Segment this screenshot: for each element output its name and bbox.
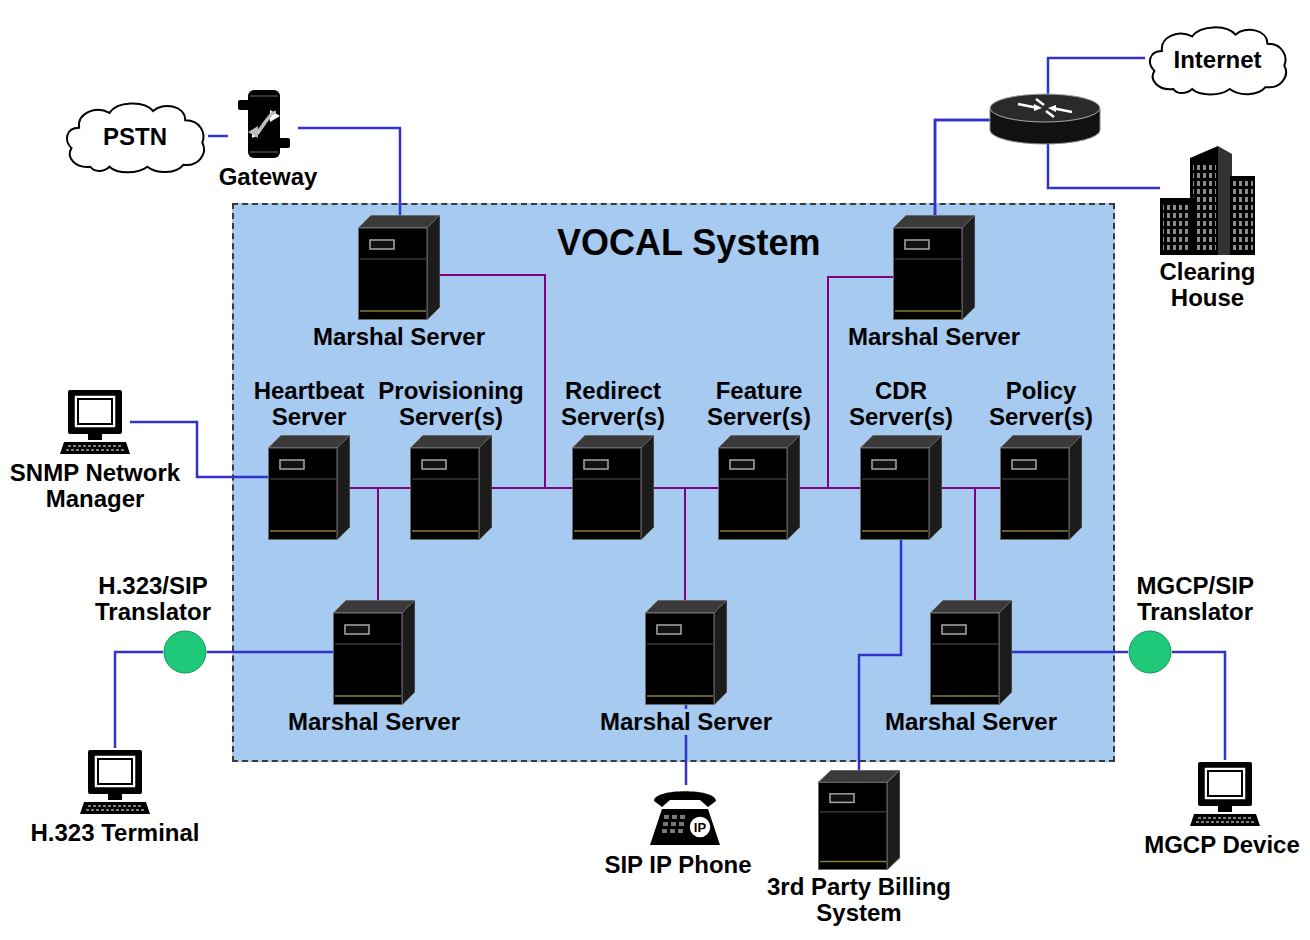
node-label: SNMP Network Manager xyxy=(6,460,184,512)
translator-node: H.323/SIP Translator xyxy=(163,630,207,674)
computer-icon xyxy=(1190,760,1260,828)
node-label: CDR Server(s) xyxy=(847,378,955,430)
gateway-icon xyxy=(228,88,298,160)
server-icon xyxy=(268,435,350,540)
node-label: Marshal Server xyxy=(846,324,1022,350)
node-label: Marshal Server xyxy=(598,709,774,735)
server-node: Marshal Server xyxy=(930,600,1012,705)
computer-node: SNMP Network Manager xyxy=(60,388,130,456)
network-link xyxy=(115,652,163,748)
server-node: Feature Server(s) xyxy=(718,435,800,540)
node-label: Marshal Server xyxy=(286,709,462,735)
network-link xyxy=(935,120,1160,215)
server-icon xyxy=(893,215,975,320)
server-icon xyxy=(818,770,900,870)
server-icon xyxy=(572,435,654,540)
node-label: MGCP/SIP Translator xyxy=(1137,573,1254,625)
computer-icon xyxy=(60,388,130,456)
building-node: Clearing House xyxy=(1160,140,1255,255)
node-label: Clearing House xyxy=(1159,259,1255,311)
node-label: Heartbeat Server xyxy=(252,378,367,430)
node-label: H.323 Terminal xyxy=(31,820,200,846)
server-node: Marshal Server xyxy=(333,600,415,705)
server-node: Heartbeat Server xyxy=(268,435,350,540)
icon-label: IP xyxy=(694,820,706,835)
network-link xyxy=(935,58,1145,215)
server-icon xyxy=(1000,435,1082,540)
cloud-node: PSTN xyxy=(62,98,208,176)
node-label: Provisioning Server(s) xyxy=(376,378,525,430)
server-node: Policy Server(s) xyxy=(1000,435,1082,540)
node-label: Redirect Server(s) xyxy=(559,378,667,430)
server-icon xyxy=(860,435,942,540)
server-node: 3rd Party Billing System xyxy=(818,770,900,870)
translator-dot xyxy=(163,630,207,674)
node-label: SIP IP Phone xyxy=(604,852,751,878)
phone-icon xyxy=(648,785,722,848)
server-icon xyxy=(930,600,1012,705)
server-icon xyxy=(410,435,492,540)
translator-dot xyxy=(1128,630,1172,674)
server-node: Marshal Server xyxy=(645,600,727,705)
node-label: MGCP Device xyxy=(1144,832,1300,858)
phone-node: SIP IP Phone xyxy=(648,785,722,848)
region-title: VOCAL System xyxy=(557,223,820,263)
node-label: 3rd Party Billing System xyxy=(759,874,959,926)
server-node: Marshal Server xyxy=(358,215,440,320)
server-icon xyxy=(645,600,727,705)
network-link xyxy=(208,135,228,138)
server-node: CDR Server(s) xyxy=(860,435,942,540)
server-node: Provisioning Server(s) xyxy=(410,435,492,540)
node-label: Feature Server(s) xyxy=(705,378,813,430)
cloud-node: Internet xyxy=(1145,22,1290,98)
computer-node: H.323 Terminal xyxy=(80,748,150,816)
server-icon xyxy=(333,600,415,705)
gateway-node: Gateway xyxy=(228,88,298,160)
node-label: H.323/SIP Translator xyxy=(95,573,211,625)
computer-icon xyxy=(80,748,150,816)
router-icon xyxy=(990,94,1100,144)
server-node: Redirect Server(s) xyxy=(572,435,654,540)
network-link xyxy=(1172,652,1225,760)
server-icon xyxy=(718,435,800,540)
building-icon xyxy=(1160,140,1255,255)
node-label: Marshal Server xyxy=(311,324,487,350)
node-label: Marshal Server xyxy=(883,709,1059,735)
node-label: Gateway xyxy=(219,164,318,190)
server-icon xyxy=(358,215,440,320)
translator-node: MGCP/SIP Translator xyxy=(1128,630,1172,674)
system-region: VOCAL SystemMarshal ServerMarshal Server… xyxy=(232,203,1115,762)
computer-node: MGCP Device xyxy=(1190,760,1260,828)
server-node: Marshal Server xyxy=(893,215,975,320)
node-label: Policy Server(s) xyxy=(987,378,1095,430)
node-label: PSTN xyxy=(103,124,167,150)
node-label: Internet xyxy=(1173,47,1261,73)
